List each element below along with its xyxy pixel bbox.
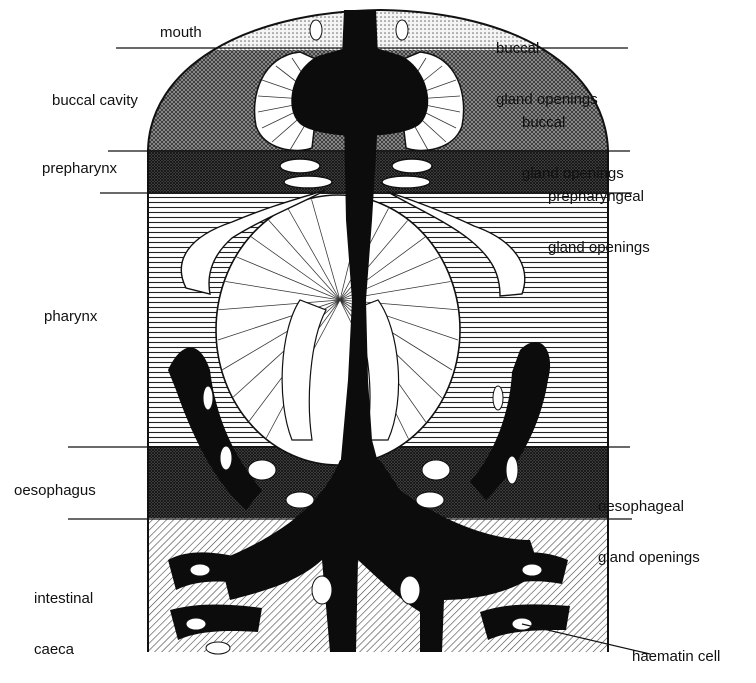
label-mouth: mouth bbox=[160, 24, 202, 41]
label-line: oesophageal bbox=[598, 498, 700, 515]
label-intestinal-caeca: intestinal caeca bbox=[34, 556, 93, 675]
label-pharynx: pharynx bbox=[44, 308, 97, 325]
label-oesophagus: oesophagus bbox=[14, 482, 96, 499]
prepharyngeal-opening-3 bbox=[284, 176, 332, 188]
label-line: gland openings bbox=[598, 549, 700, 566]
label-line: gland openings bbox=[548, 239, 650, 256]
label-line: buccal bbox=[522, 114, 624, 131]
label-prepharyngeal-gland-openings: prepharyngeal gland openings bbox=[548, 154, 650, 273]
label-prepharynx: prepharynx bbox=[42, 160, 117, 177]
prepharyngeal-opening-2 bbox=[392, 159, 432, 173]
prepharyngeal-opening-1 bbox=[280, 159, 320, 173]
label-oesophageal-gland-openings: oesophageal gland openings bbox=[598, 464, 700, 583]
label-line: buccal bbox=[496, 40, 598, 57]
label-line: prepharyngeal bbox=[548, 188, 650, 205]
pharynx bbox=[216, 195, 460, 465]
prepharyngeal-opening-4 bbox=[382, 176, 430, 188]
label-haematin-cell: haematin cell bbox=[632, 648, 720, 665]
label-line: intestinal bbox=[34, 590, 93, 607]
mouth-opening bbox=[342, 10, 378, 56]
label-buccal-cavity: buccal cavity bbox=[52, 92, 138, 109]
pharynx-ellipse bbox=[216, 195, 460, 465]
label-line: caeca bbox=[34, 641, 93, 658]
